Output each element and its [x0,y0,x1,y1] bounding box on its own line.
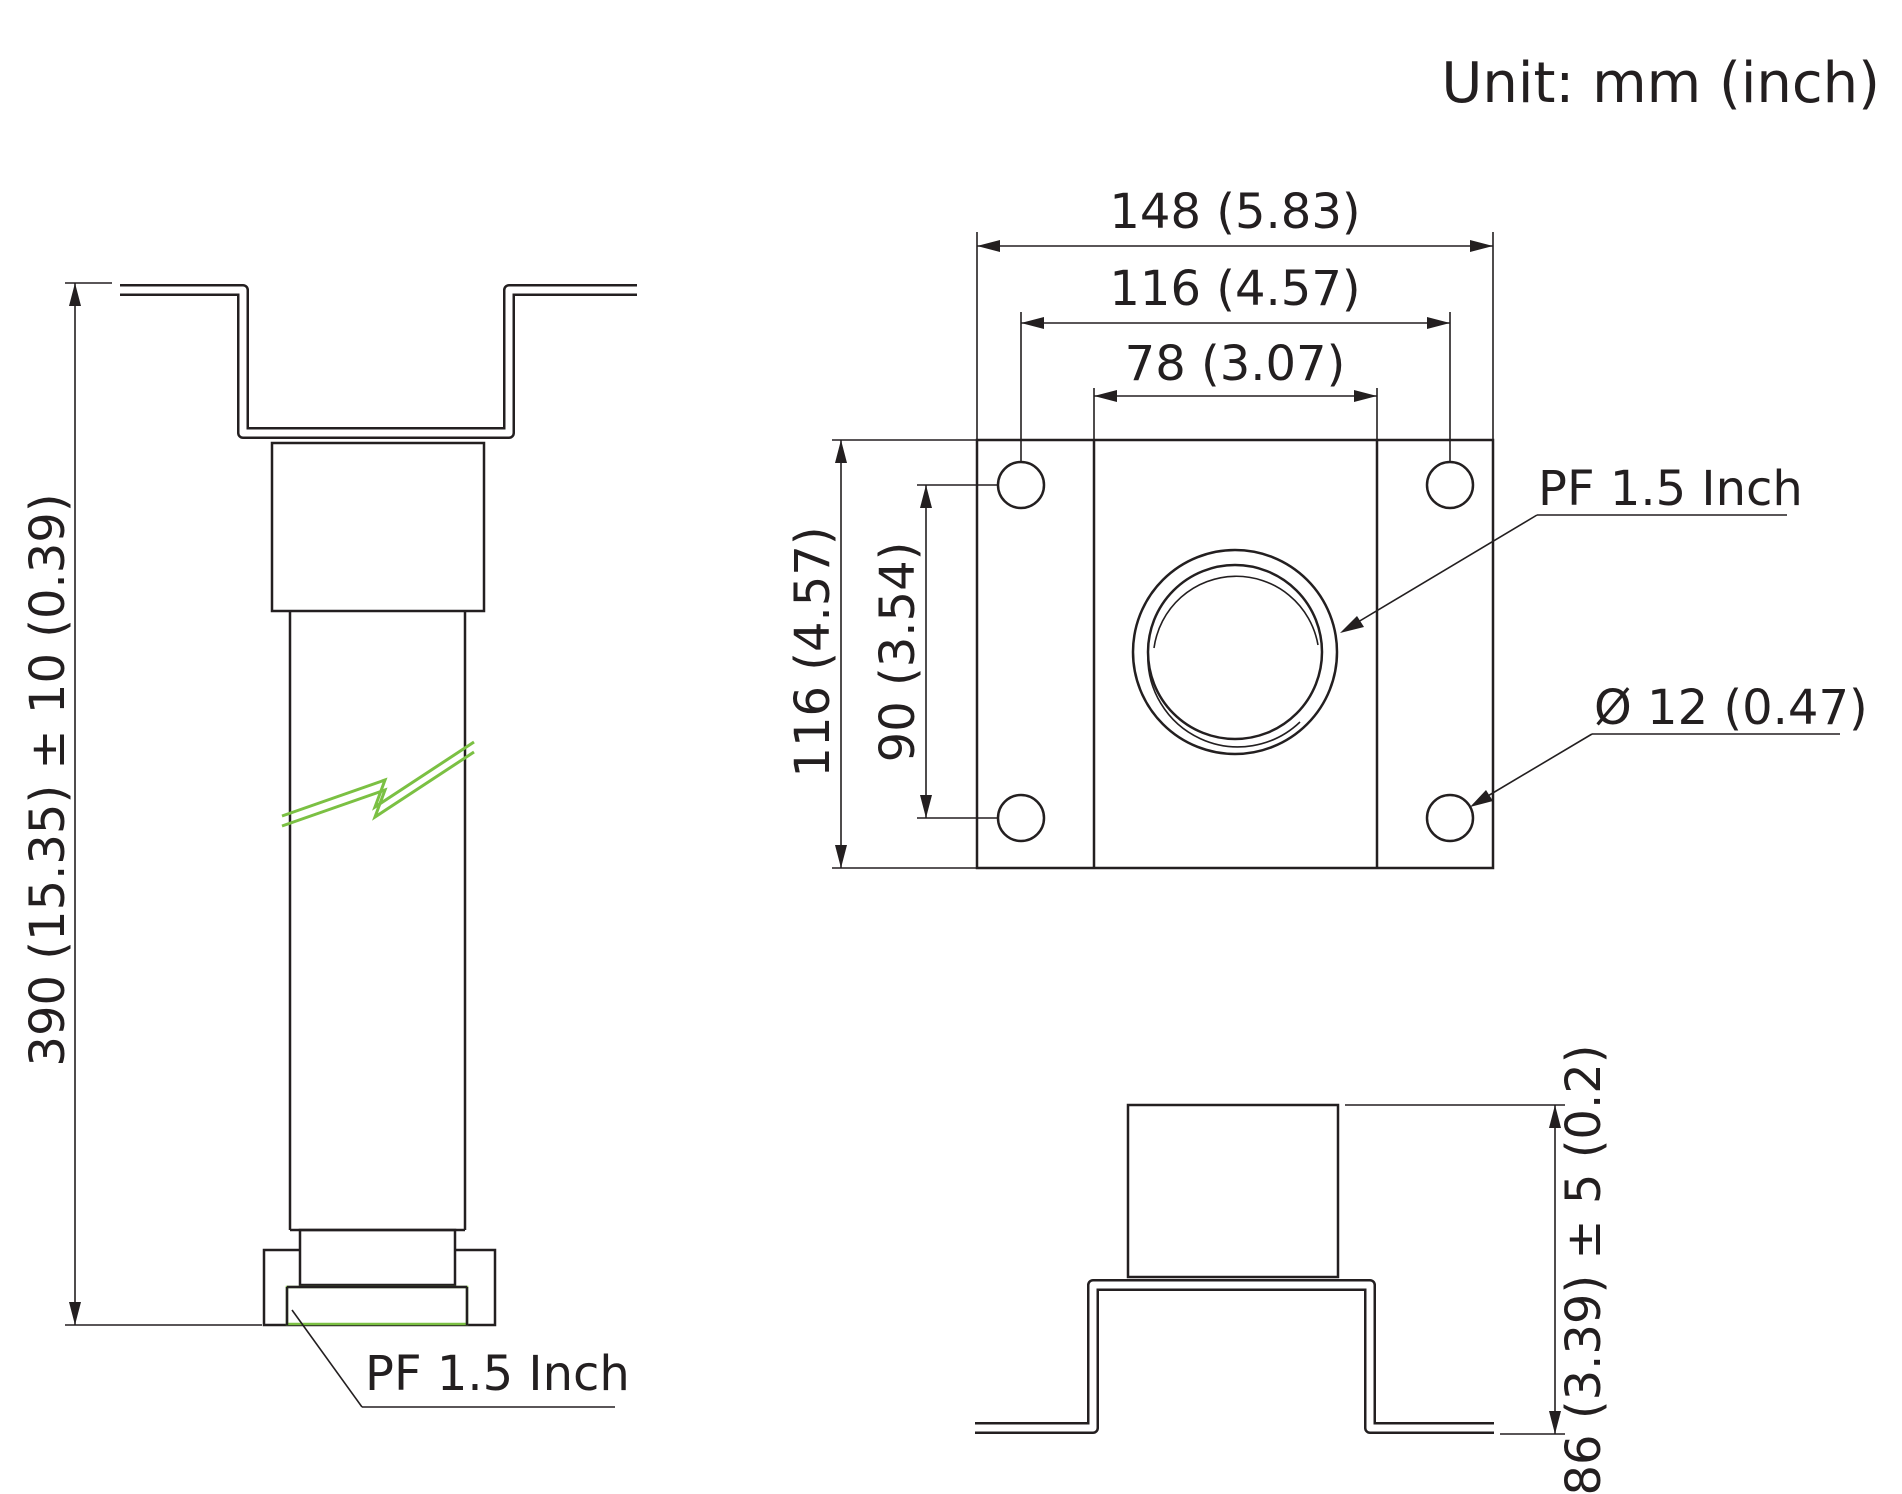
dim-hole-spacing-vertical-label: 90 (3.54) [870,542,926,763]
bracket-side-view: 86 (3.39) ± 5 (0.2) [975,1045,1612,1494]
callout-hole-diameter: Ø 12 (0.47) [1470,680,1868,807]
mount-hole-top-right [1425,460,1475,510]
side-view-upper-collar [270,441,486,613]
dim-inner-width: 78 (3.07) [1093,336,1378,440]
top-view-center-opening [1131,548,1339,756]
dim-hole-spacing-horizontal: 116 (4.57) [1020,261,1451,462]
dim-hole-spacing-horizontal-label: 116 (4.57) [1109,261,1360,317]
callout-thread-side: PF 1.5 Inch [291,1309,630,1408]
callout-thread-top-label: PF 1.5 Inch [1538,461,1803,517]
dim-overall-height: 390 (15.35) ± 10 (0.39) [20,282,262,1326]
dim-plate-width: 148 (5.83) [976,184,1494,440]
bracket-bent-sheet [975,1279,1494,1434]
dim-plate-height-label: 116 (4.57) [785,526,841,777]
mount-hole-bottom-right [1425,793,1475,843]
side-view-lower-neck [298,1228,457,1287]
dim-bracket-height-label: 86 (3.39) ± 5 (0.2) [1556,1045,1612,1494]
dim-hole-spacing-vertical: 90 (3.54) [870,484,998,819]
callout-thread-top: PF 1.5 Inch [1340,461,1803,633]
callout-thread-side-label: PF 1.5 Inch [365,1346,630,1402]
pole-break-mark [281,740,475,828]
mount-hole-bottom-left [996,793,1046,843]
side-view: 390 (15.35) ± 10 (0.39) PF 1.5 Inch [20,282,637,1408]
side-view-top-bracket [120,284,637,439]
dim-bracket-height: 86 (3.39) ± 5 (0.2) [1345,1045,1612,1494]
callout-hole-diameter-label: Ø 12 (0.47) [1594,680,1868,736]
dim-plate-width-label: 148 (5.83) [1109,184,1360,240]
side-view-pole-tube [288,611,467,1232]
dim-plate-height: 116 (4.57) [785,439,977,869]
dim-inner-width-label: 78 (3.07) [1125,336,1346,392]
mount-hole-top-left [996,460,1046,510]
dim-overall-height-label: 390 (15.35) ± 10 (0.39) [20,493,76,1066]
side-view-thread-end [285,1285,469,1326]
top-view: 148 (5.83) 116 (4.57) 78 (3.07) [785,184,1868,870]
bracket-collar [1126,1103,1340,1279]
top-view-plate [975,438,1495,870]
unit-label: Unit: mm (inch) [1441,51,1880,116]
